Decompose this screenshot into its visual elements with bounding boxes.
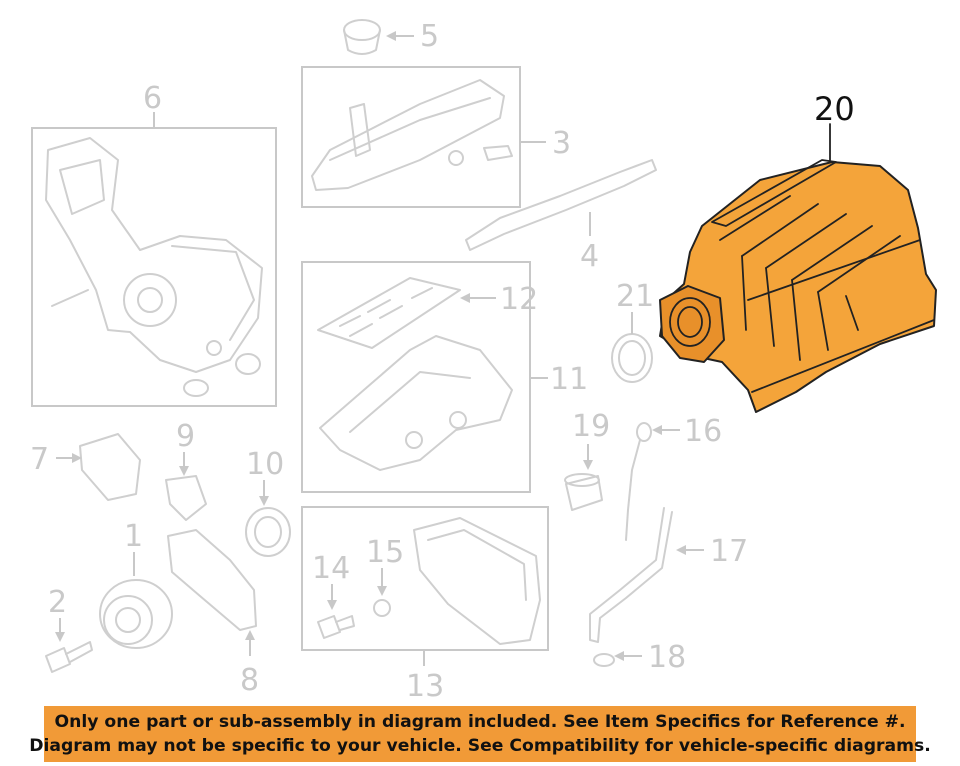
valve-cover-gasket	[465, 159, 657, 251]
cover-7	[79, 433, 141, 501]
callout-9: 9	[176, 419, 195, 454]
callout-12: 12	[500, 282, 538, 317]
drain-plug-gasket	[373, 599, 391, 617]
disclaimer-line-1: Only one part or sub-assembly in diagram…	[54, 712, 906, 732]
callout-17: 17	[710, 534, 748, 569]
disclaimer-line-2: Diagram may not be specific to your vehi…	[29, 736, 931, 756]
group-box-6	[31, 127, 277, 407]
dipstick-tube	[589, 507, 673, 643]
callout-14: 14	[312, 551, 350, 586]
callout-10: 10	[246, 447, 284, 482]
callout-7: 7	[30, 442, 49, 477]
timing-cover	[45, 137, 263, 397]
callout-13: 13	[406, 669, 444, 704]
callout-4: 4	[580, 239, 599, 274]
gasket-9	[165, 475, 207, 521]
callout-16: 16	[684, 414, 722, 449]
callout-2: 2	[48, 585, 67, 620]
crankshaft-pulley	[99, 579, 173, 649]
oil-dipstick	[625, 422, 652, 541]
group-box-3	[301, 66, 521, 208]
throttle-body-gasket	[611, 333, 653, 383]
disclaimer-banner: Only one part or sub-assembly in diagram…	[29, 706, 931, 762]
oil-filler-cap	[343, 19, 381, 55]
oil-pan-upper	[319, 335, 513, 471]
crankshaft-seal	[245, 507, 291, 557]
intake-manifold	[659, 159, 937, 413]
callout-11: 11	[550, 362, 588, 397]
o-ring	[593, 653, 615, 667]
callout-15: 15	[366, 535, 404, 570]
callout-6: 6	[143, 81, 162, 116]
baffle-plate	[317, 277, 461, 349]
oil-pan-lower	[413, 517, 541, 645]
callout-21: 21	[616, 279, 654, 314]
callout-3: 3	[552, 126, 571, 161]
callout-20: 20	[814, 90, 855, 128]
callout-19: 19	[572, 409, 610, 444]
bolt-2	[45, 641, 93, 673]
valve-cover	[311, 79, 513, 191]
callout-1: 1	[124, 519, 143, 554]
callout-8: 8	[240, 663, 259, 698]
callout-18: 18	[648, 640, 686, 675]
oil-filter	[564, 473, 603, 511]
callout-5: 5	[420, 19, 439, 54]
drain-plug	[317, 615, 355, 639]
cover-8	[167, 529, 257, 631]
